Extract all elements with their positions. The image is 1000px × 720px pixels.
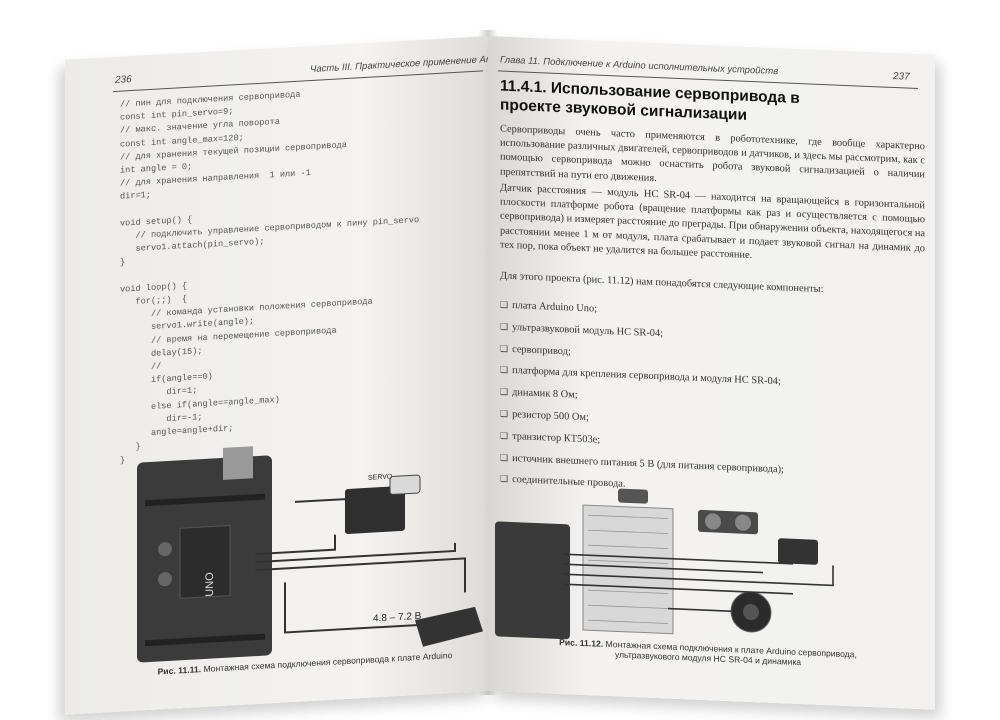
usb-connector <box>223 446 253 480</box>
power-connector <box>415 606 483 647</box>
figure-11-11: UNO SERVO 4.8 – 7.2 В <box>137 446 483 663</box>
breadboard <box>582 504 674 635</box>
power-jack <box>618 488 648 504</box>
running-head: Глава 11. Подключение к Arduino исполнит… <box>500 54 779 78</box>
section-title: 11.4.1. Использование сервопривода в про… <box>500 77 800 124</box>
figure-11-12 <box>495 488 834 640</box>
caption-number: Рис. 11.11. <box>157 664 202 677</box>
components-list: плата Arduino Uno; ультразвуковой модуль… <box>500 295 784 503</box>
voltage-label: 4.8 – 7.2 В <box>373 611 422 625</box>
servo-motor <box>778 538 818 565</box>
servo-motor <box>345 485 405 534</box>
page-number: 236 <box>115 74 132 86</box>
board-label: UNO <box>204 571 216 597</box>
wires <box>563 553 834 612</box>
page-number: 237 <box>893 70 910 83</box>
right-page: Глава 11. Подключение к Arduino исполнит… <box>488 36 935 710</box>
servo-label: SERVO <box>368 473 393 481</box>
arduino-board <box>495 521 570 640</box>
running-head: Часть III. Практическое применение Ardui… <box>310 52 513 76</box>
wires <box>255 497 466 634</box>
left-page: 236 Часть III. Практическое применение A… <box>65 36 512 715</box>
caption-number: Рис. 11.12. <box>559 636 604 649</box>
paragraph-2: Датчик расстояния — модуль HC SR-04 — на… <box>500 182 926 261</box>
